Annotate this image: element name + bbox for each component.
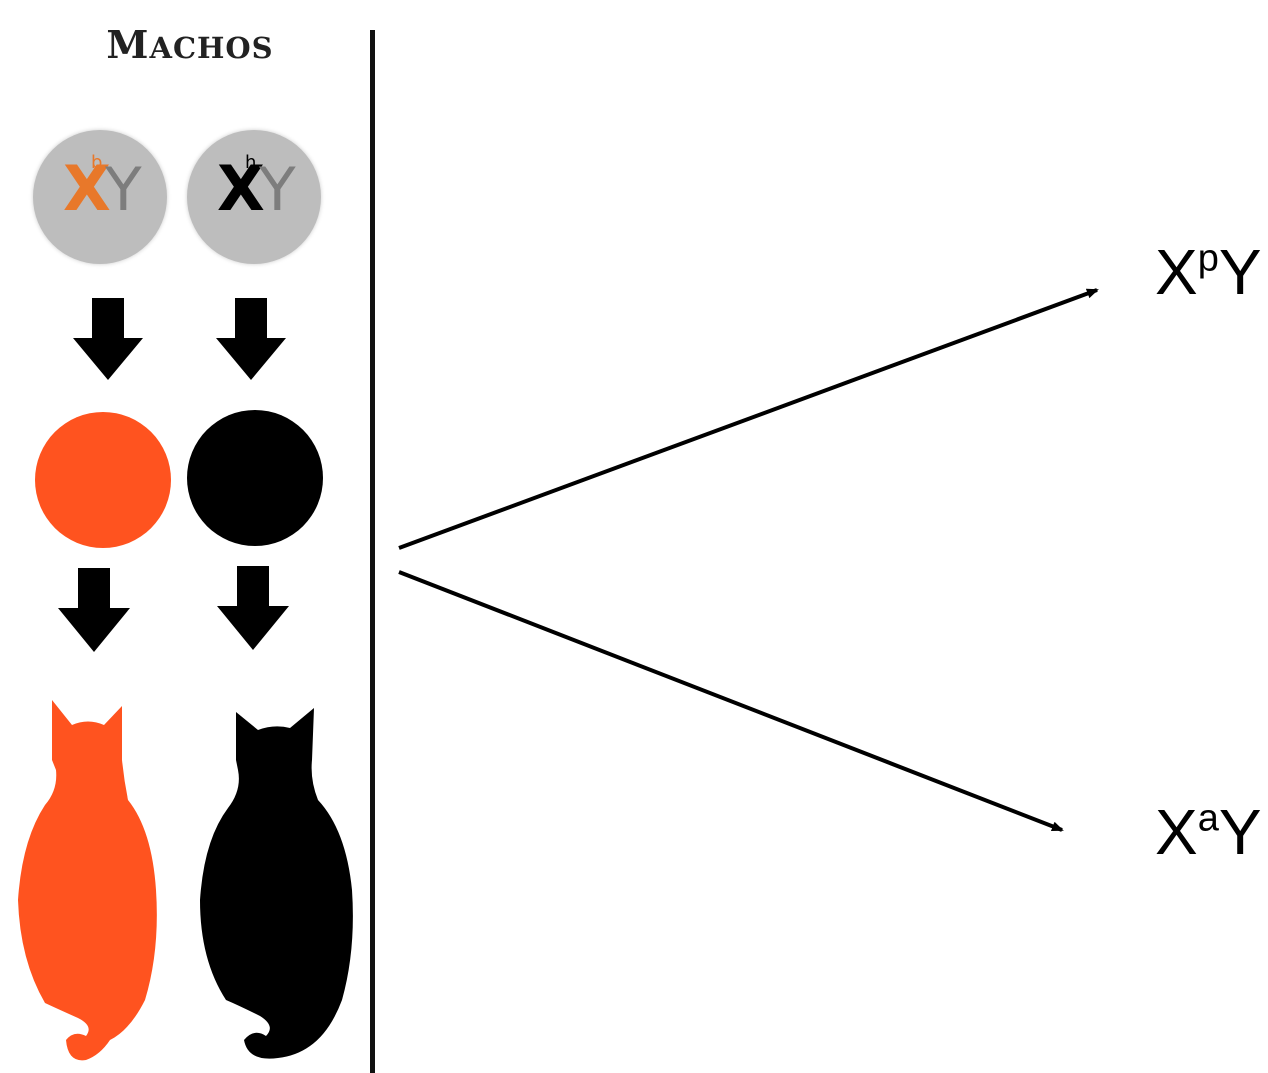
genotype-x: X — [217, 152, 265, 225]
outcome-base: X — [1155, 236, 1198, 308]
outcome-sup: a — [1197, 797, 1219, 840]
outcome-sup: p — [1197, 237, 1219, 280]
genotype-x: X — [63, 152, 111, 225]
outcome-base: X — [1155, 796, 1198, 868]
black-cat-icon — [200, 708, 353, 1059]
genotype-allele: b — [91, 152, 103, 173]
outcome-tail: Y — [1218, 796, 1262, 868]
phenotype-circle-black — [187, 410, 323, 546]
genotype-allele: h — [245, 152, 257, 173]
genotype-circle-black: X h Y — [187, 130, 321, 264]
phenotype-circle-orange — [35, 412, 171, 548]
down-arrow-icon — [217, 566, 289, 650]
arrow-to-top-outcome — [398, 288, 1099, 550]
genotype-y: Y — [259, 155, 296, 225]
down-arrow-icon — [58, 568, 130, 652]
outcome-tail: Y — [1218, 236, 1262, 308]
genotype-y: Y — [105, 155, 142, 225]
down-arrow-icon — [73, 298, 143, 380]
title-rest: ACHOS — [149, 31, 274, 65]
genotype-circle-orange: X b Y — [33, 130, 167, 264]
vertical-divider — [370, 30, 375, 1073]
panel-title: MACHOS — [40, 22, 340, 67]
down-arrow-icon — [216, 298, 286, 380]
outcome-label-bottom: XaY — [1155, 797, 1262, 864]
title-initial: M — [106, 22, 150, 67]
orange-cat-icon — [18, 700, 157, 1061]
outcome-label-top: XpY — [1155, 237, 1262, 304]
arrow-to-bottom-outcome — [398, 570, 1064, 832]
